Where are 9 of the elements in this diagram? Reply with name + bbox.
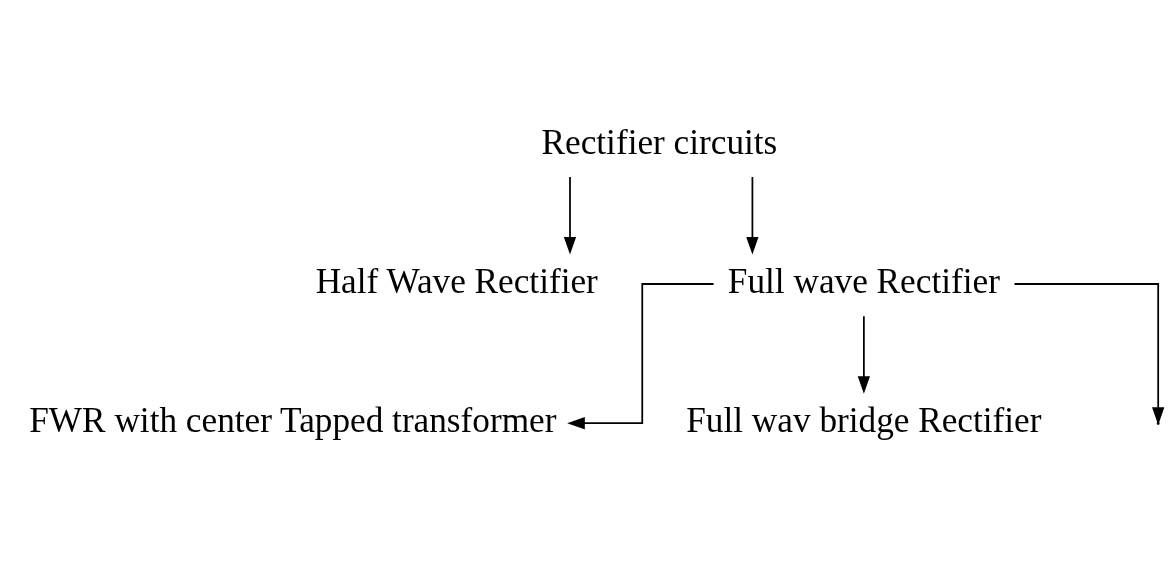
node-text: FWR with center Tapped transformer: [29, 400, 557, 440]
node-text: Full wave Rectifier: [727, 261, 1000, 301]
node-text: Rectifier circuits: [541, 122, 778, 162]
arrow: [746, 175, 759, 255]
node-text: Half Wave Rectifier: [315, 261, 598, 301]
arrow: [567, 282, 715, 429]
node-text: Full wav bridge Rectifier: [686, 400, 1042, 440]
arrow: [857, 314, 871, 394]
arrow: [563, 175, 577, 255]
